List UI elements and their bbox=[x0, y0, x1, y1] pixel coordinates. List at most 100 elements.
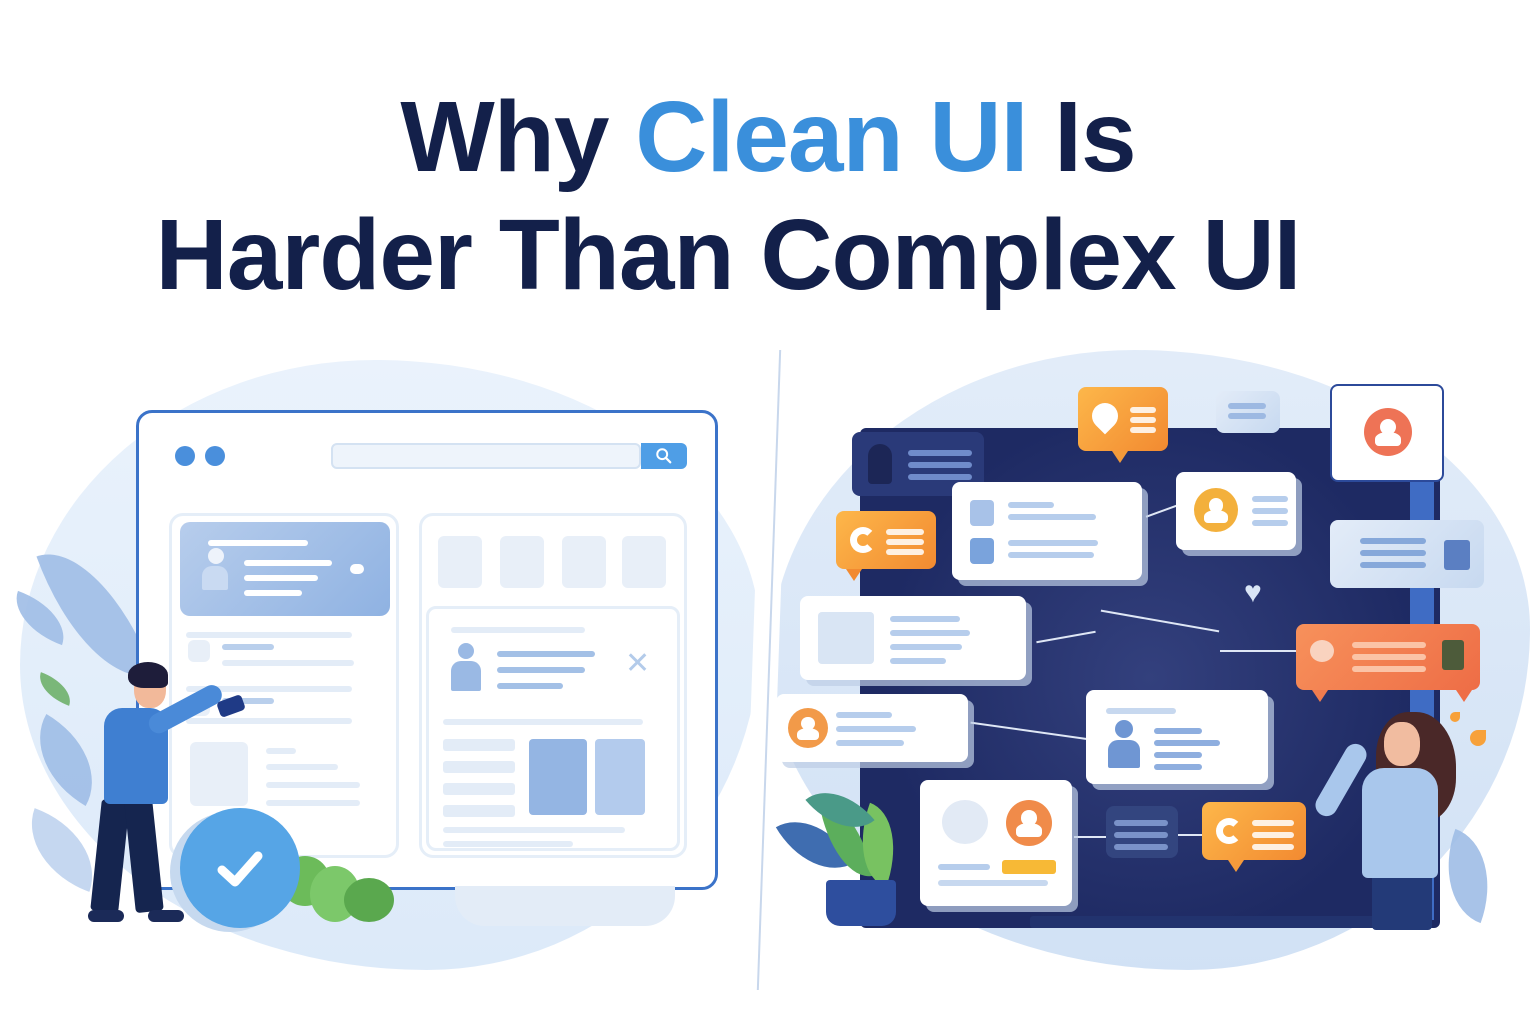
text-line bbox=[497, 683, 563, 689]
text-line bbox=[890, 616, 960, 622]
text-line bbox=[1352, 666, 1426, 672]
orange-chat-bubble[interactable] bbox=[1202, 802, 1306, 872]
avatar bbox=[1194, 488, 1238, 532]
image-placeholder bbox=[190, 742, 248, 806]
text-line bbox=[497, 667, 585, 673]
text-line bbox=[266, 748, 296, 754]
close-icon[interactable]: ✕ bbox=[625, 647, 651, 680]
text-line bbox=[443, 783, 515, 795]
headline-line-1: Why Clean UI Is bbox=[0, 82, 1536, 192]
avatar bbox=[1364, 408, 1412, 456]
text-line bbox=[1228, 403, 1266, 409]
text-line bbox=[890, 658, 946, 664]
text-line bbox=[1130, 407, 1156, 413]
text-line bbox=[497, 651, 595, 657]
pale-message-card[interactable] bbox=[1216, 391, 1280, 433]
text-line bbox=[1154, 728, 1202, 734]
badge-yellow bbox=[1002, 860, 1056, 874]
user-icon bbox=[1108, 720, 1140, 770]
headline-accent: Clean UI bbox=[635, 81, 1028, 193]
thumbnail bbox=[970, 538, 994, 564]
text-line bbox=[886, 539, 924, 545]
clean-browser-window: ✕ bbox=[136, 410, 718, 890]
text-line bbox=[908, 462, 972, 468]
text-line bbox=[836, 726, 916, 732]
search-input[interactable] bbox=[331, 443, 641, 469]
text-line bbox=[222, 644, 274, 650]
text-line bbox=[938, 880, 1048, 886]
text-line bbox=[244, 575, 318, 581]
text-line bbox=[1252, 844, 1294, 850]
text-line bbox=[222, 698, 274, 704]
bush bbox=[344, 878, 394, 922]
heart-icon: ♥ bbox=[1244, 576, 1262, 609]
right-content-panel: ✕ bbox=[419, 513, 687, 858]
user-icon bbox=[200, 548, 230, 592]
navy-message-card[interactable] bbox=[1106, 806, 1178, 858]
avatar-card[interactable] bbox=[776, 694, 968, 762]
board-base bbox=[1030, 916, 1430, 928]
profile-detail-card[interactable] bbox=[1086, 690, 1268, 784]
avatar-card[interactable] bbox=[1176, 472, 1296, 550]
text-line bbox=[836, 712, 892, 718]
connector-wire bbox=[1074, 836, 1106, 838]
pale-profile-card[interactable] bbox=[1330, 520, 1484, 588]
text-line bbox=[1154, 764, 1202, 770]
text-line bbox=[1352, 654, 1426, 660]
search-button[interactable] bbox=[641, 443, 687, 469]
detail-card: ✕ bbox=[426, 606, 680, 851]
text-line bbox=[266, 782, 360, 788]
divider-line bbox=[186, 718, 352, 724]
text-line bbox=[1252, 820, 1294, 826]
text-line bbox=[1228, 413, 1266, 419]
check-badge bbox=[180, 808, 300, 928]
orange-chat-bubble[interactable] bbox=[1078, 387, 1168, 463]
text-line bbox=[1130, 427, 1156, 433]
orange-chat-bubble[interactable] bbox=[836, 511, 936, 581]
thumbnail bbox=[970, 500, 994, 526]
checkmark-icon bbox=[217, 851, 263, 887]
chat-emoji-icon bbox=[1310, 640, 1334, 662]
image-placeholder-icon bbox=[818, 612, 874, 664]
tile bbox=[562, 536, 606, 588]
avatar-card[interactable] bbox=[1330, 384, 1444, 482]
chat-logo-icon bbox=[850, 527, 876, 553]
text-line bbox=[1252, 508, 1288, 514]
text-line bbox=[1252, 832, 1294, 838]
text-line bbox=[266, 800, 360, 806]
avatar bbox=[788, 708, 828, 748]
text-line bbox=[1114, 844, 1168, 850]
text-line bbox=[890, 644, 962, 650]
headline-prefix: Why bbox=[400, 81, 636, 193]
text-line bbox=[1008, 514, 1096, 520]
text-line bbox=[1114, 820, 1168, 826]
tile bbox=[500, 536, 544, 588]
connector-wire bbox=[1220, 650, 1300, 652]
text-line bbox=[1130, 417, 1156, 423]
text-line bbox=[451, 627, 585, 633]
window-dot bbox=[205, 446, 225, 466]
text-line bbox=[244, 560, 332, 566]
contact-card[interactable] bbox=[920, 780, 1072, 906]
text-line bbox=[1114, 832, 1168, 838]
spark-icon bbox=[1470, 730, 1486, 746]
image-card[interactable] bbox=[800, 596, 1026, 680]
text-line bbox=[908, 450, 972, 456]
profile-card[interactable] bbox=[180, 522, 390, 616]
user-photo-icon bbox=[1442, 640, 1464, 670]
text-line bbox=[244, 590, 302, 596]
text-line bbox=[443, 827, 625, 833]
thumbnail bbox=[188, 640, 210, 662]
tile bbox=[438, 536, 482, 588]
coral-chat-bubble[interactable] bbox=[1296, 624, 1480, 702]
text-line bbox=[443, 805, 515, 817]
text-line bbox=[1154, 752, 1202, 758]
divider-line bbox=[186, 632, 352, 638]
list-card[interactable] bbox=[952, 482, 1142, 580]
text-line bbox=[1154, 740, 1220, 746]
left-content-panel bbox=[169, 513, 399, 858]
user-icon bbox=[868, 444, 892, 484]
avatar bbox=[942, 800, 988, 844]
user-icon bbox=[451, 643, 481, 691]
avatar bbox=[1006, 800, 1052, 846]
